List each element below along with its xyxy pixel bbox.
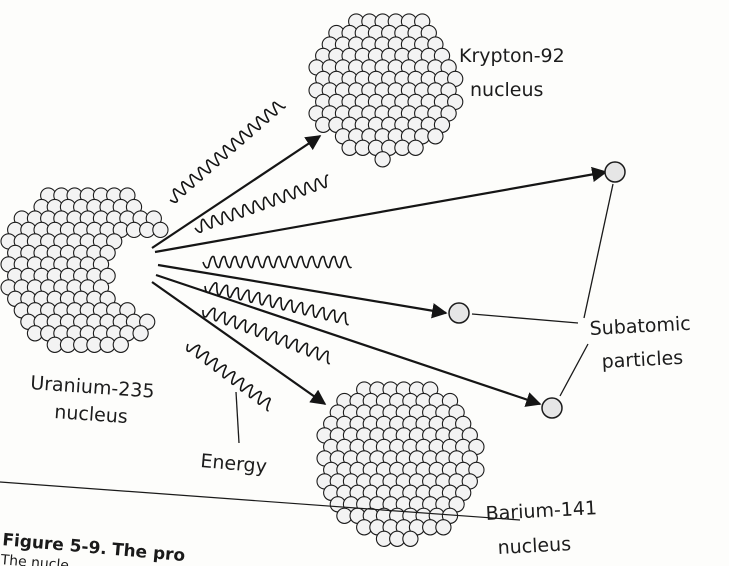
product-arrows (152, 136, 606, 404)
krypton-label-line1: Krypton-92 (459, 45, 565, 67)
barium-ball (403, 531, 418, 546)
krypton-ball (408, 140, 423, 155)
barium-141-nucleus (317, 377, 484, 546)
uranium-ball (133, 326, 148, 341)
krypton-92-nucleus (309, 9, 463, 167)
uranium-ball (113, 337, 128, 352)
figure-caption: Figure 5-9. The pro The nucle (0, 530, 186, 566)
uranium-label-line1: Uranium-235 (30, 372, 156, 403)
leader-subatomic-lower (560, 344, 588, 396)
krypton-ball (428, 129, 443, 144)
subatomic-particle-middle (449, 303, 469, 323)
barium-ball (436, 520, 451, 535)
arrow-to-lower-particle (156, 275, 540, 404)
energy-wave (203, 256, 352, 267)
caption-title-fragment: The pro (111, 540, 186, 566)
uranium-label-line2: nucleus (54, 401, 129, 428)
energy-label: Energy (200, 450, 268, 478)
uranium-235-nucleus (1, 183, 175, 357)
arrow-to-barium (152, 282, 325, 404)
subatomic-particle-lower (542, 398, 562, 418)
energy-waves (170, 102, 352, 410)
energy-wave (187, 344, 270, 411)
energy-wave (195, 175, 328, 232)
leader-subatomic-middle (472, 314, 578, 323)
subatomic-particles (449, 162, 625, 418)
subatomic-label-line1: Subatomic (589, 313, 691, 340)
barium-label-line2: nucleus (497, 533, 572, 559)
energy-wave (170, 102, 285, 202)
leader-energy (236, 392, 239, 443)
energy-wave (203, 308, 330, 363)
subatomic-particle-upper (605, 162, 625, 182)
uranium-ball (153, 222, 168, 237)
energy-wave (205, 283, 349, 325)
krypton-ball (375, 152, 390, 167)
krypton-label-line2: nucleus (470, 79, 543, 101)
barium-label-line1: Barium-141 (485, 497, 597, 525)
leader-subatomic-upper (584, 184, 613, 318)
subatomic-label-line2: particles (601, 347, 684, 373)
